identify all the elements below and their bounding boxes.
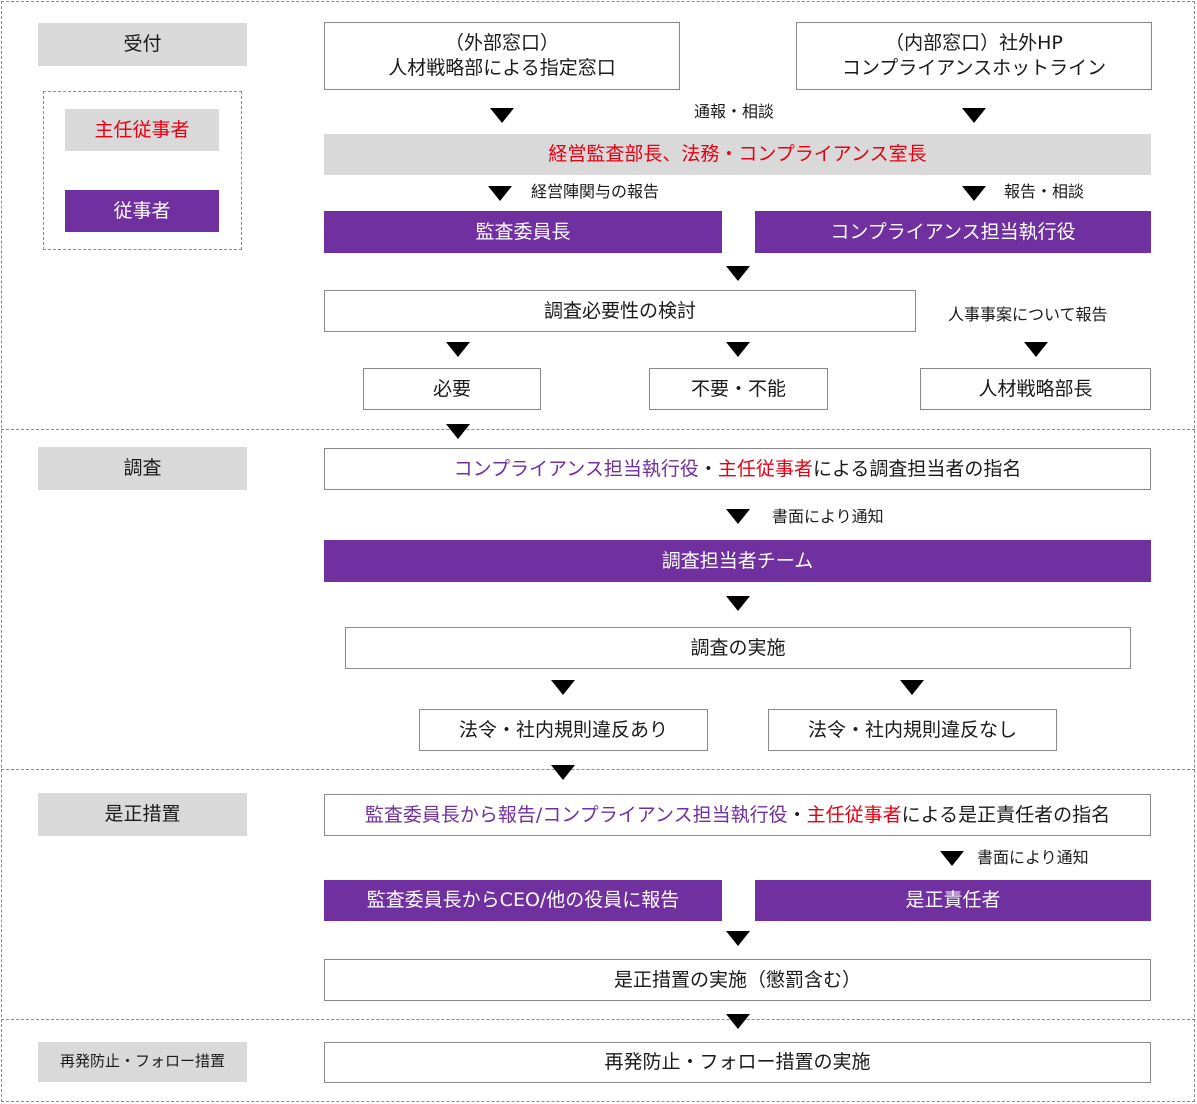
stage-correction: 是正措置 xyxy=(38,793,247,836)
written-notice-label-2: 書面により通知 xyxy=(977,848,1089,867)
implement-correction-box: 是正措置の実施（懲罰含む） xyxy=(324,959,1151,1001)
external-window: （外部窓口） 人材戦略部による指定窓口 xyxy=(324,22,680,90)
report-consult-label: 通報・相談 xyxy=(694,102,775,121)
arrow-down xyxy=(726,931,750,946)
arrow-down xyxy=(962,108,986,123)
internal-window-line2: コンプライアンスホットライン xyxy=(841,57,1107,79)
hr-director-box: 人材戦略部長 xyxy=(920,368,1151,410)
arrow-down xyxy=(900,680,924,695)
hr-report-label: 人事事案について報告 xyxy=(948,305,1108,324)
written-notice-label: 書面により通知 xyxy=(772,507,884,526)
investigator-assignment-box: コンプライアンス担当執行役・主任従事者による調査担当者の指名 xyxy=(324,448,1151,490)
implement-prevention-box: 再発防止・フォロー措置の実施 xyxy=(324,1042,1151,1083)
arrow-down xyxy=(726,266,750,281)
investigation-team-box: 調査担当者チーム xyxy=(324,540,1151,582)
not-required-box: 不要・不能 xyxy=(649,368,828,410)
correction-rest-text: による是正責任者の指名 xyxy=(901,803,1111,826)
stage-investigation: 調査 xyxy=(38,447,247,490)
arrow-down xyxy=(726,509,750,524)
arrow-down xyxy=(726,342,750,357)
assign-dot-text: ・ xyxy=(698,457,718,480)
mgmt-report-label: 経営陣関与の報告 xyxy=(531,182,660,201)
internal-window-line1: （内部窓口）社外HP xyxy=(885,32,1063,55)
responsible-person-box: 是正責任者 xyxy=(755,880,1151,921)
necessity-review-box: 調査必要性の検討 xyxy=(324,290,916,332)
compliance-officer-box: コンプライアンス担当執行役 xyxy=(755,211,1151,253)
conduct-investigation-box: 調査の実施 xyxy=(345,627,1131,669)
assign-officer-text: コンプライアンス担当執行役 xyxy=(453,457,699,480)
violation-box: 法令・社内規則違反あり xyxy=(419,709,708,751)
correction-chief-text: 主任従事者 xyxy=(806,803,902,826)
stage-prevention: 再発防止・フォロー措置 xyxy=(38,1042,247,1082)
internal-window: （内部窓口）社外HP コンプライアンスホットライン xyxy=(796,22,1152,90)
correction-officer-text: 監査委員長から報告/コンプライアンス担当執行役 xyxy=(364,803,788,826)
arrow-down xyxy=(551,765,575,780)
assign-chief-text: 主任従事者 xyxy=(717,457,813,480)
arrow-down xyxy=(940,851,964,866)
no-violation-box: 法令・社内規則違反なし xyxy=(768,709,1057,751)
ceo-report-box: 監査委員長からCEO/他の役員に報告 xyxy=(324,880,722,921)
correction-dot-text: ・ xyxy=(787,803,807,826)
managers-box: 経営監査部長、法務・コンプライアンス室長 xyxy=(324,134,1151,175)
assign-rest-text: による調査担当者の指名 xyxy=(812,457,1022,480)
arrow-down xyxy=(551,680,575,695)
report-consult-label-2: 報告・相談 xyxy=(1004,182,1085,201)
arrow-down xyxy=(962,186,986,201)
audit-chair-box: 監査委員長 xyxy=(324,211,722,253)
external-window-line1: （外部窓口） xyxy=(444,32,559,55)
external-window-line2: 人材戦略部による指定窓口 xyxy=(388,57,616,79)
section-divider-1 xyxy=(1,429,1195,430)
arrow-down xyxy=(726,596,750,611)
required-box: 必要 xyxy=(363,368,541,410)
corrector-assignment-box: 監査委員長から報告/コンプライアンス担当執行役・主任従事者による是正責任者の指名 xyxy=(324,794,1151,836)
stage-reception: 受付 xyxy=(38,23,247,66)
arrow-down xyxy=(1024,342,1048,357)
legend-chief: 主任従事者 xyxy=(65,109,219,151)
section-divider-3 xyxy=(1,1019,1195,1020)
section-divider-2 xyxy=(1,769,1195,770)
legend-frame xyxy=(43,91,242,250)
arrow-down xyxy=(446,424,470,439)
arrow-down xyxy=(446,342,470,357)
legend-worker: 従事者 xyxy=(65,190,219,232)
arrow-down xyxy=(490,108,514,123)
arrow-down xyxy=(488,186,512,201)
arrow-down xyxy=(726,1014,750,1029)
